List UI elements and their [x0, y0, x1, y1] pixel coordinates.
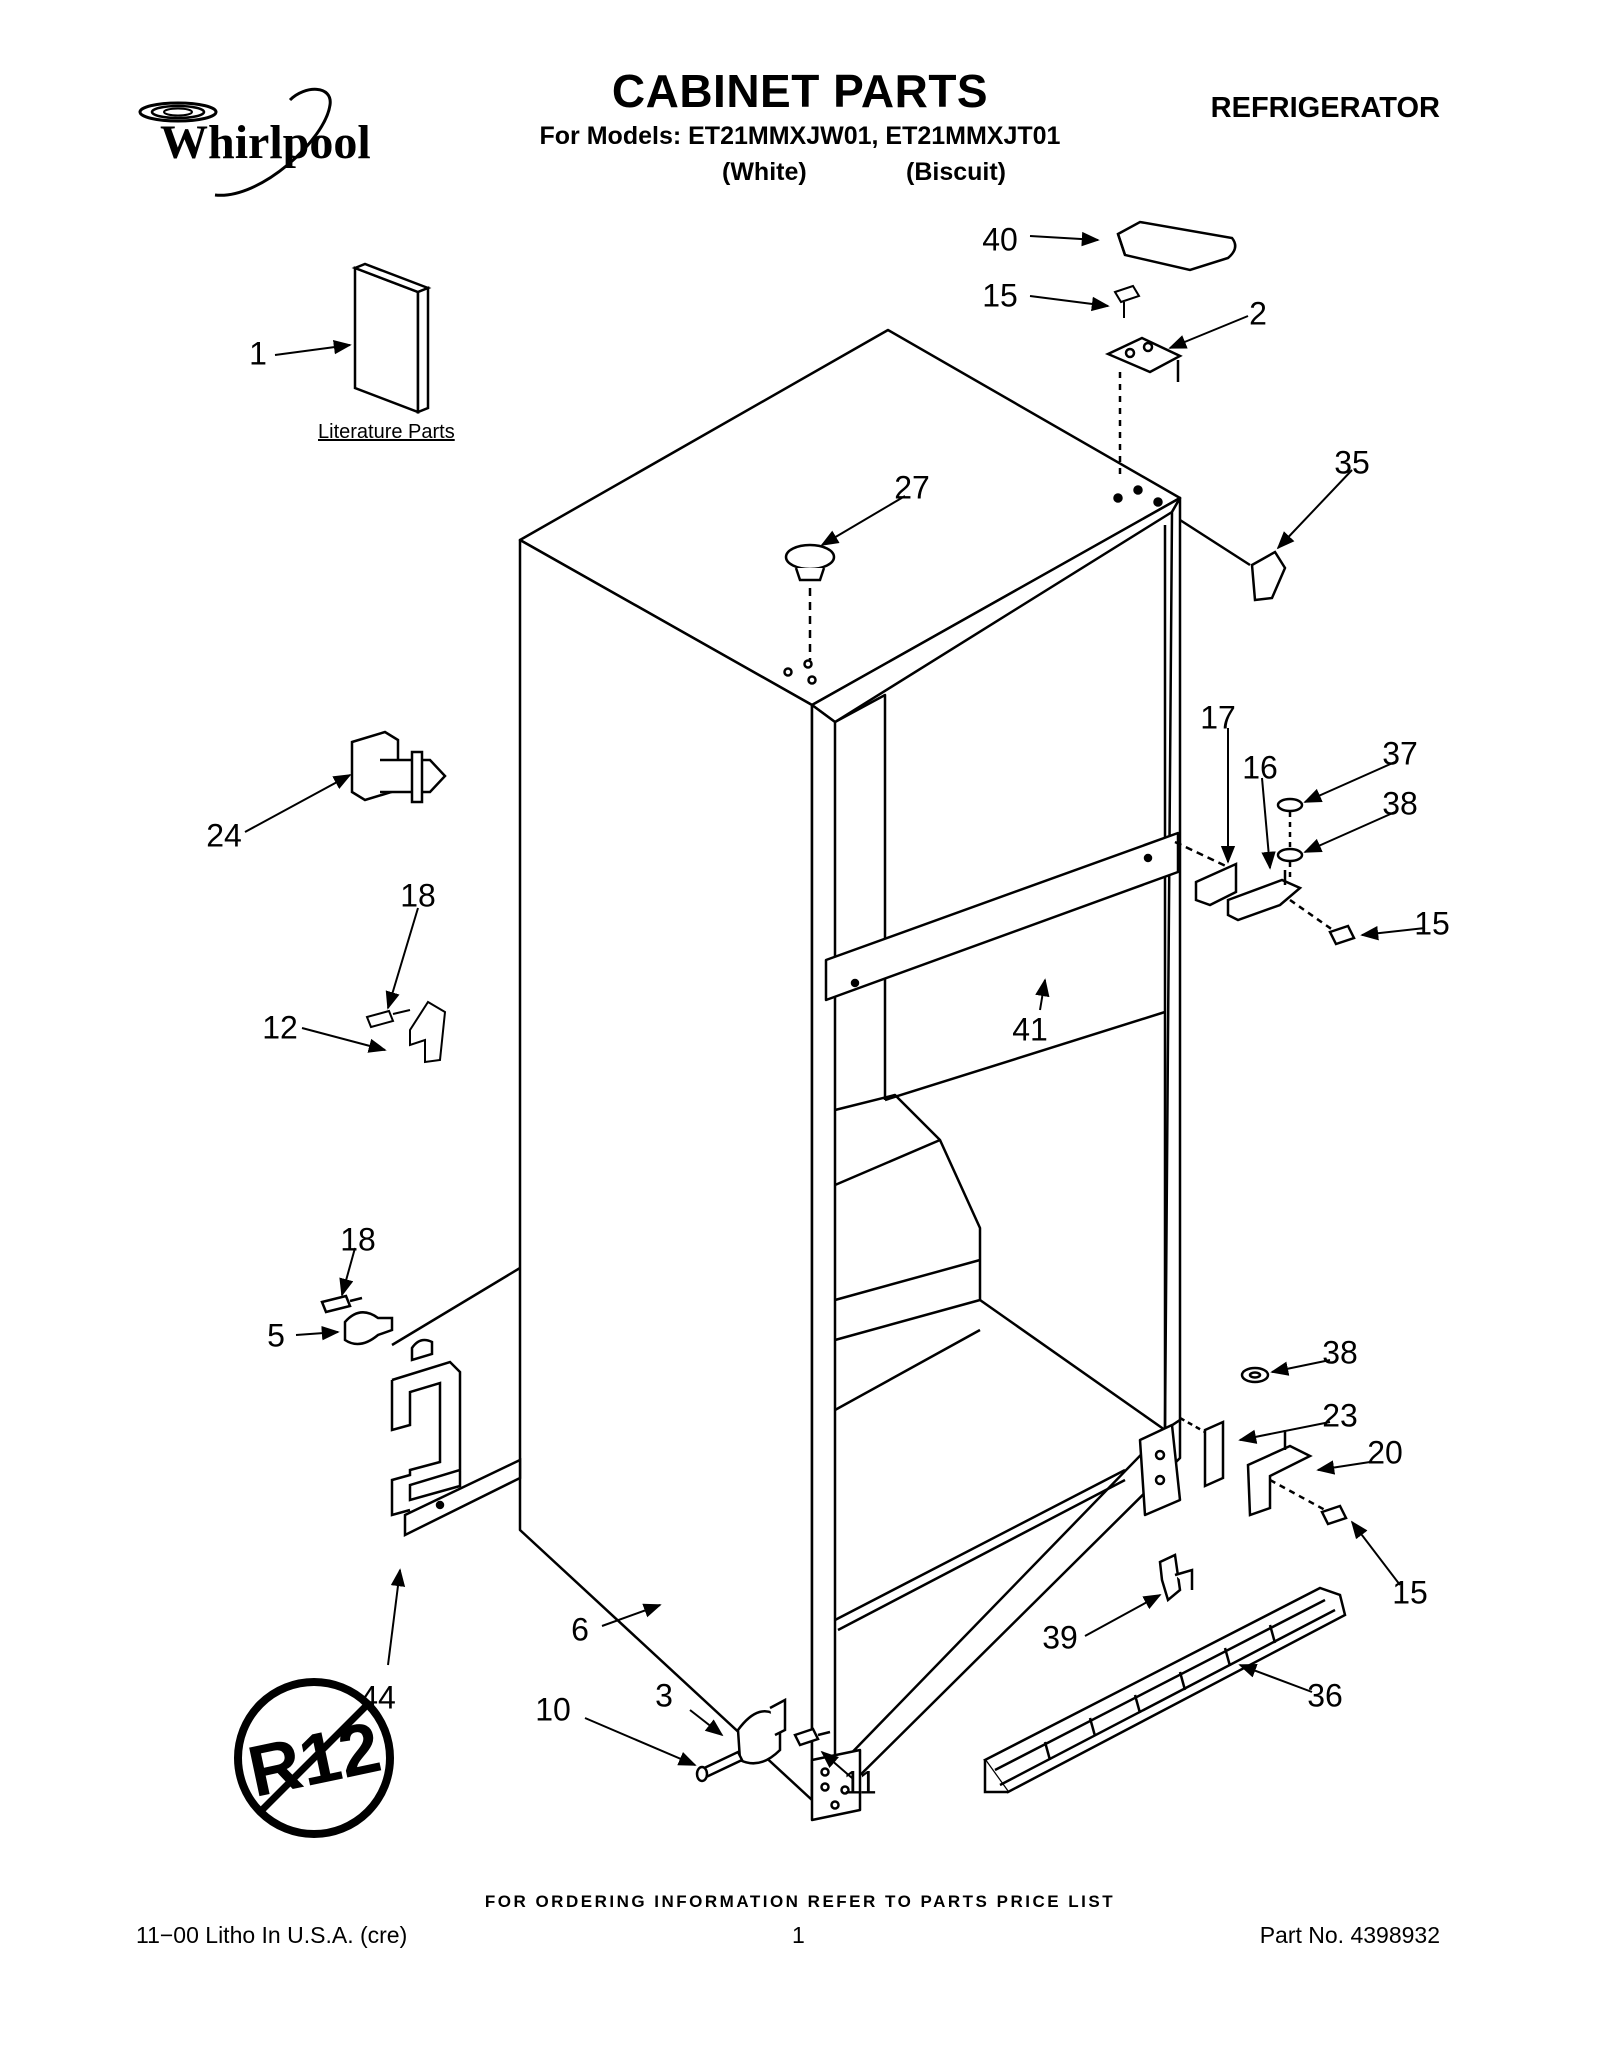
callout-leader-arrow: [689, 1709, 724, 1737]
callout-leader-arrow: [1350, 1520, 1401, 1586]
top-hinge-screw-part: [1113, 284, 1141, 318]
cable-clamp-part: [320, 1294, 434, 1362]
callout-number: 39: [1042, 1619, 1078, 1655]
callout-leader-arrow: [339, 1247, 356, 1297]
literature-part: [351, 262, 432, 414]
callout-number: 15: [982, 277, 1018, 313]
callout-leader-arrow: [1303, 811, 1396, 853]
literature-parts-label: Literature Parts: [318, 421, 455, 443]
callout-number: 17: [1200, 699, 1236, 735]
callout-leader-arrow: [1238, 1421, 1331, 1444]
callout-number: 12: [262, 1009, 298, 1045]
bottom-hinge-assembly: [1179, 1366, 1348, 1526]
callout-leader-arrow: [584, 1717, 697, 1766]
part-number: Part No. 4398932: [1259, 1922, 1440, 1948]
callout-leader-arrow: [1168, 315, 1249, 349]
callout-number: 2: [1249, 295, 1267, 331]
callout-number: 44: [360, 1679, 396, 1715]
no-r12-symbol: R12: [234, 1678, 394, 1838]
whirlpool-logo: Whirlpool: [138, 87, 371, 197]
roller-leveler-part: [695, 1697, 831, 1783]
callout-number: 18: [340, 1221, 376, 1257]
callout-leader-arrow: [820, 1750, 853, 1779]
top-plug-part: [784, 543, 836, 660]
callout-leader-arrow: [387, 1568, 406, 1666]
callout-leader-arrow: [1029, 295, 1110, 312]
callout-number: 36: [1307, 1677, 1343, 1713]
callout-number: 38: [1322, 1334, 1358, 1370]
callout-number: 6: [571, 1611, 589, 1647]
appliance-category: REFRIGERATOR: [1210, 92, 1440, 124]
base-grille-part: [983, 1586, 1347, 1794]
side-bracket-part: [390, 1266, 522, 1538]
callout-leader-arrow: [601, 1603, 662, 1627]
grille-clip-part: [1158, 1553, 1194, 1603]
callout-leader-arrow: [820, 495, 906, 546]
callout-leader-arrow: [1029, 231, 1100, 247]
callout-number: 24: [206, 817, 242, 853]
callout-leader-arrow: [1316, 1460, 1371, 1475]
page-title: CABINET PARTS: [611, 65, 989, 117]
top-hinge-part: [1104, 336, 1183, 478]
ordering-note: FOR ORDERING INFORMATION REFER TO PARTS …: [484, 1892, 1116, 1911]
callout-leader-arrow: [301, 1027, 387, 1053]
variant-white: (White): [722, 158, 807, 186]
callout-number: 40: [982, 221, 1018, 257]
callout-leader-arrow: [295, 1325, 340, 1341]
callout-number: 41: [1012, 1011, 1048, 1047]
callout-leader-arrow: [1084, 1594, 1162, 1637]
callout-leader-arrow: [1360, 926, 1426, 941]
callout-number: 23: [1322, 1397, 1358, 1433]
page-number: 1: [792, 1922, 805, 1948]
callout-leader-arrow: [274, 340, 352, 356]
door-stop-part: [350, 730, 447, 804]
callout-leader-arrow: [1238, 1663, 1313, 1693]
hinge-cap-part: [1116, 220, 1237, 272]
middle-hinge-part: [1174, 797, 1356, 946]
callout-leader-arrow: [1303, 761, 1396, 803]
callout-number: 1: [249, 335, 267, 371]
callout-number: 18: [400, 877, 436, 913]
callout-leader-arrow: [244, 774, 352, 833]
callout-number: 11: [843, 1764, 876, 1800]
hinge-cover-part: [1179, 518, 1287, 602]
whirlpool-wordmark: Whirlpool: [160, 116, 371, 169]
callout-leader-arrow: [1261, 777, 1276, 870]
models-line: For Models: ET21MMXJW01, ET21MMXJT01: [539, 122, 1061, 150]
callout-number: 5: [267, 1317, 285, 1353]
variant-biscuit: (Biscuit): [906, 158, 1006, 186]
callout-leader-arrow: [1035, 978, 1050, 1011]
callout-leader-arrow: [1270, 1359, 1331, 1376]
callout-leader-arrow: [385, 907, 419, 1010]
refrigerator-cabinet: [518, 328, 1182, 1822]
litho-info: 11−00 Litho In U.S.A. (cre): [136, 1922, 408, 1948]
callout-number: 20: [1367, 1434, 1403, 1470]
callout-number: 15: [1392, 1574, 1428, 1610]
callout-number: 10: [535, 1691, 571, 1727]
callout-number: 16: [1242, 749, 1278, 785]
callout-number: 15: [1414, 905, 1450, 941]
upper-left-bracket-part: [365, 1000, 447, 1064]
callout-leader-arrow: [1276, 469, 1353, 550]
callout-number: 3: [655, 1677, 673, 1713]
callout-number: 35: [1334, 444, 1370, 480]
